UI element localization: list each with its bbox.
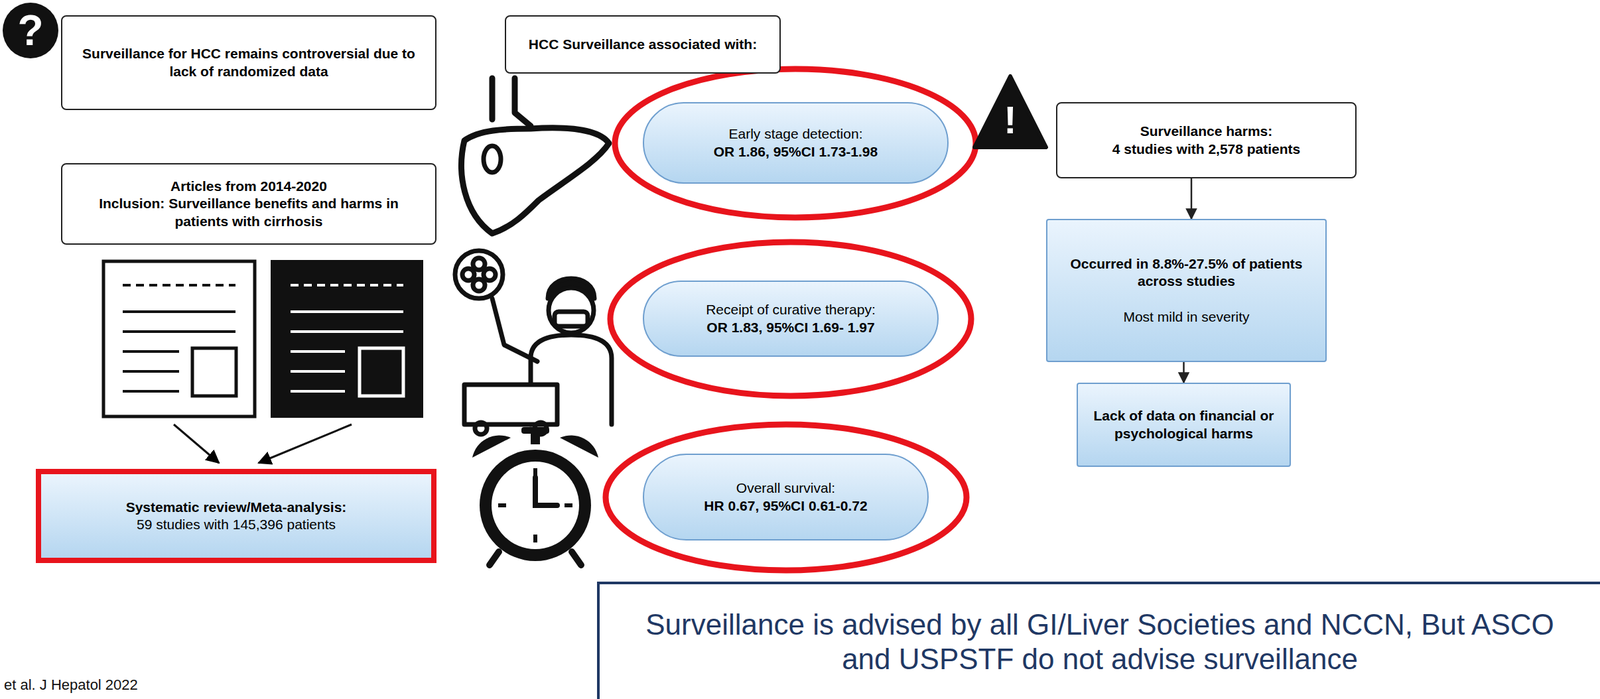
result-pill: Receipt of curative therapy:OR 1.83, 95%…	[642, 280, 939, 357]
node-text: Occurred in 8.8%-27.5% of patients acros…	[1059, 255, 1314, 291]
node-subtext: OR 1.83, 95%CI 1.69- 1.97	[706, 319, 875, 337]
harms-box: Surveillance harms:4 studies with 2,578 …	[1056, 102, 1357, 179]
warning-icon	[974, 76, 1047, 148]
flow-arrow	[1182, 362, 1185, 383]
question-mark: ?	[2, 2, 59, 59]
heading-box: HCC Surveillance associated with:	[504, 15, 781, 74]
citation: et al. J Hepatol 2022	[3, 675, 217, 696]
node-subtext: 59 studies with 145,396 patients	[136, 516, 336, 534]
method-box: Systematic review/Meta-analysis:59 studi…	[35, 468, 437, 564]
harms-gap-box: Lack of data on financial or psychologic…	[1076, 382, 1291, 467]
converging-arrow	[173, 424, 219, 464]
node-subtext: Most mild in severity	[1123, 308, 1250, 326]
liver-icon	[461, 78, 609, 234]
node-text: Receipt of curative therapy:	[705, 301, 876, 319]
flow-arrow	[1190, 178, 1193, 219]
highlight-ellipse	[614, 68, 976, 218]
technician-icon	[455, 250, 612, 435]
document-icon-black	[270, 260, 424, 418]
node-text: Systematic review/Meta-analysis:	[126, 498, 347, 517]
question-icon	[2, 2, 59, 59]
exclamation-mark: !	[990, 96, 1031, 144]
document-icon-white	[103, 261, 255, 417]
converging-arrow	[258, 424, 352, 464]
result-pill: Overall survival:HR 0.67, 95%CI 0.61-0.7…	[642, 453, 929, 541]
node-text: HCC Surveillance associated with:	[528, 35, 757, 54]
node-subtext: HR 0.67, 95%CI 0.61-0.72	[703, 497, 867, 515]
highlight-ellipse	[610, 242, 972, 397]
inclusion-box: Articles from 2014-2020Inclusion: Survei…	[61, 163, 437, 245]
node-text: Overall survival:	[736, 479, 836, 497]
node-subtext: Inclusion: Surveillance benefits and har…	[74, 195, 424, 231]
harms-detail-box: Occurred in 8.8%-27.5% of patients acros…	[1046, 218, 1327, 363]
node-text: Early stage detection:	[729, 125, 864, 143]
result-pill: Early stage detection:OR 1.86, 95%CI 1.7…	[642, 102, 949, 184]
node-text: Lack of data on financial or psychologic…	[1089, 407, 1278, 443]
conclusion-banner: Surveillance is advised by all GI/Liver …	[597, 581, 1600, 699]
node-text: Surveillance is advised by all GI/Liver …	[619, 607, 1581, 677]
node-text: Surveillance harms:	[1140, 122, 1273, 140]
node-text: Surveillance for HCC remains controversi…	[74, 45, 424, 81]
node-text: Articles from 2014-2020	[170, 177, 328, 196]
node-subtext: OR 1.86, 95%CI 1.73-1.98	[713, 143, 878, 161]
alarm-clock-icon	[472, 427, 599, 566]
node-subtext: 4 studies with 2,578 patients	[1112, 140, 1301, 158]
highlight-ellipse	[605, 424, 967, 571]
context-box: Surveillance for HCC remains controversi…	[61, 15, 437, 111]
